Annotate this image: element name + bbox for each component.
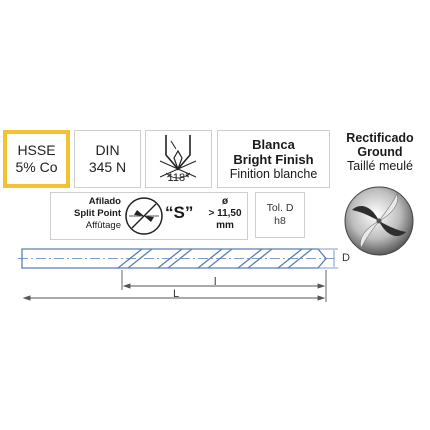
- grinding-text: Rectificado Ground Taillé meulé: [334, 131, 426, 174]
- diameter-symbol: ø: [221, 196, 229, 207]
- drill-body-outline: [21, 248, 327, 269]
- diameter-text: ø > 11,50 mm: [201, 196, 249, 232]
- material-line2: 5% Co: [15, 159, 58, 175]
- ground-end-view-icon: [344, 186, 414, 256]
- tolerance-line2: h8: [274, 215, 286, 227]
- split-point-text: Afilado Split Point Affûtage: [53, 196, 121, 232]
- tolerance-line1: Tol. D: [266, 202, 294, 214]
- diameter-dimension-label: D: [342, 252, 350, 264]
- point-angle-box: 118°: [145, 130, 212, 188]
- split-point-icon: [125, 197, 163, 235]
- total-length-label: L: [173, 288, 180, 300]
- finish-box: Blanca Bright Finish Finition blanche: [217, 130, 330, 188]
- diameter-unit: mm: [216, 220, 234, 231]
- grinding-es: Rectificado: [346, 131, 414, 145]
- type-label: “S”: [165, 203, 194, 222]
- standard-box: DIN 345 N: [74, 130, 141, 188]
- flute-length-label: l: [214, 276, 217, 288]
- standard-line2: 345 N: [88, 159, 127, 175]
- drill-point-icon: [159, 135, 197, 179]
- drill-drawing: [18, 248, 338, 302]
- material-line1: HSSE: [17, 142, 56, 158]
- split-point-box: Afilado Split Point Affûtage “S” ø > 11,…: [50, 192, 248, 240]
- standard-line1: DIN: [95, 142, 120, 158]
- split-point-fr: Affûtage: [85, 220, 121, 231]
- finish-es: Blanca: [252, 136, 295, 152]
- split-point-es: Afilado: [88, 196, 121, 207]
- split-point-en: Split Point: [74, 208, 121, 219]
- finish-en: Bright Finish: [233, 151, 314, 167]
- tolerance-box: Tol. D h8: [255, 192, 305, 238]
- material-box: HSSE 5% Co: [3, 130, 70, 188]
- finish-fr: Finition blanche: [229, 166, 318, 181]
- point-angle-label: 118°: [167, 172, 190, 184]
- diameter-condition: > 11,50: [208, 208, 242, 219]
- grinding-fr: Taillé meulé: [346, 159, 413, 173]
- grinding-en: Ground: [357, 145, 403, 159]
